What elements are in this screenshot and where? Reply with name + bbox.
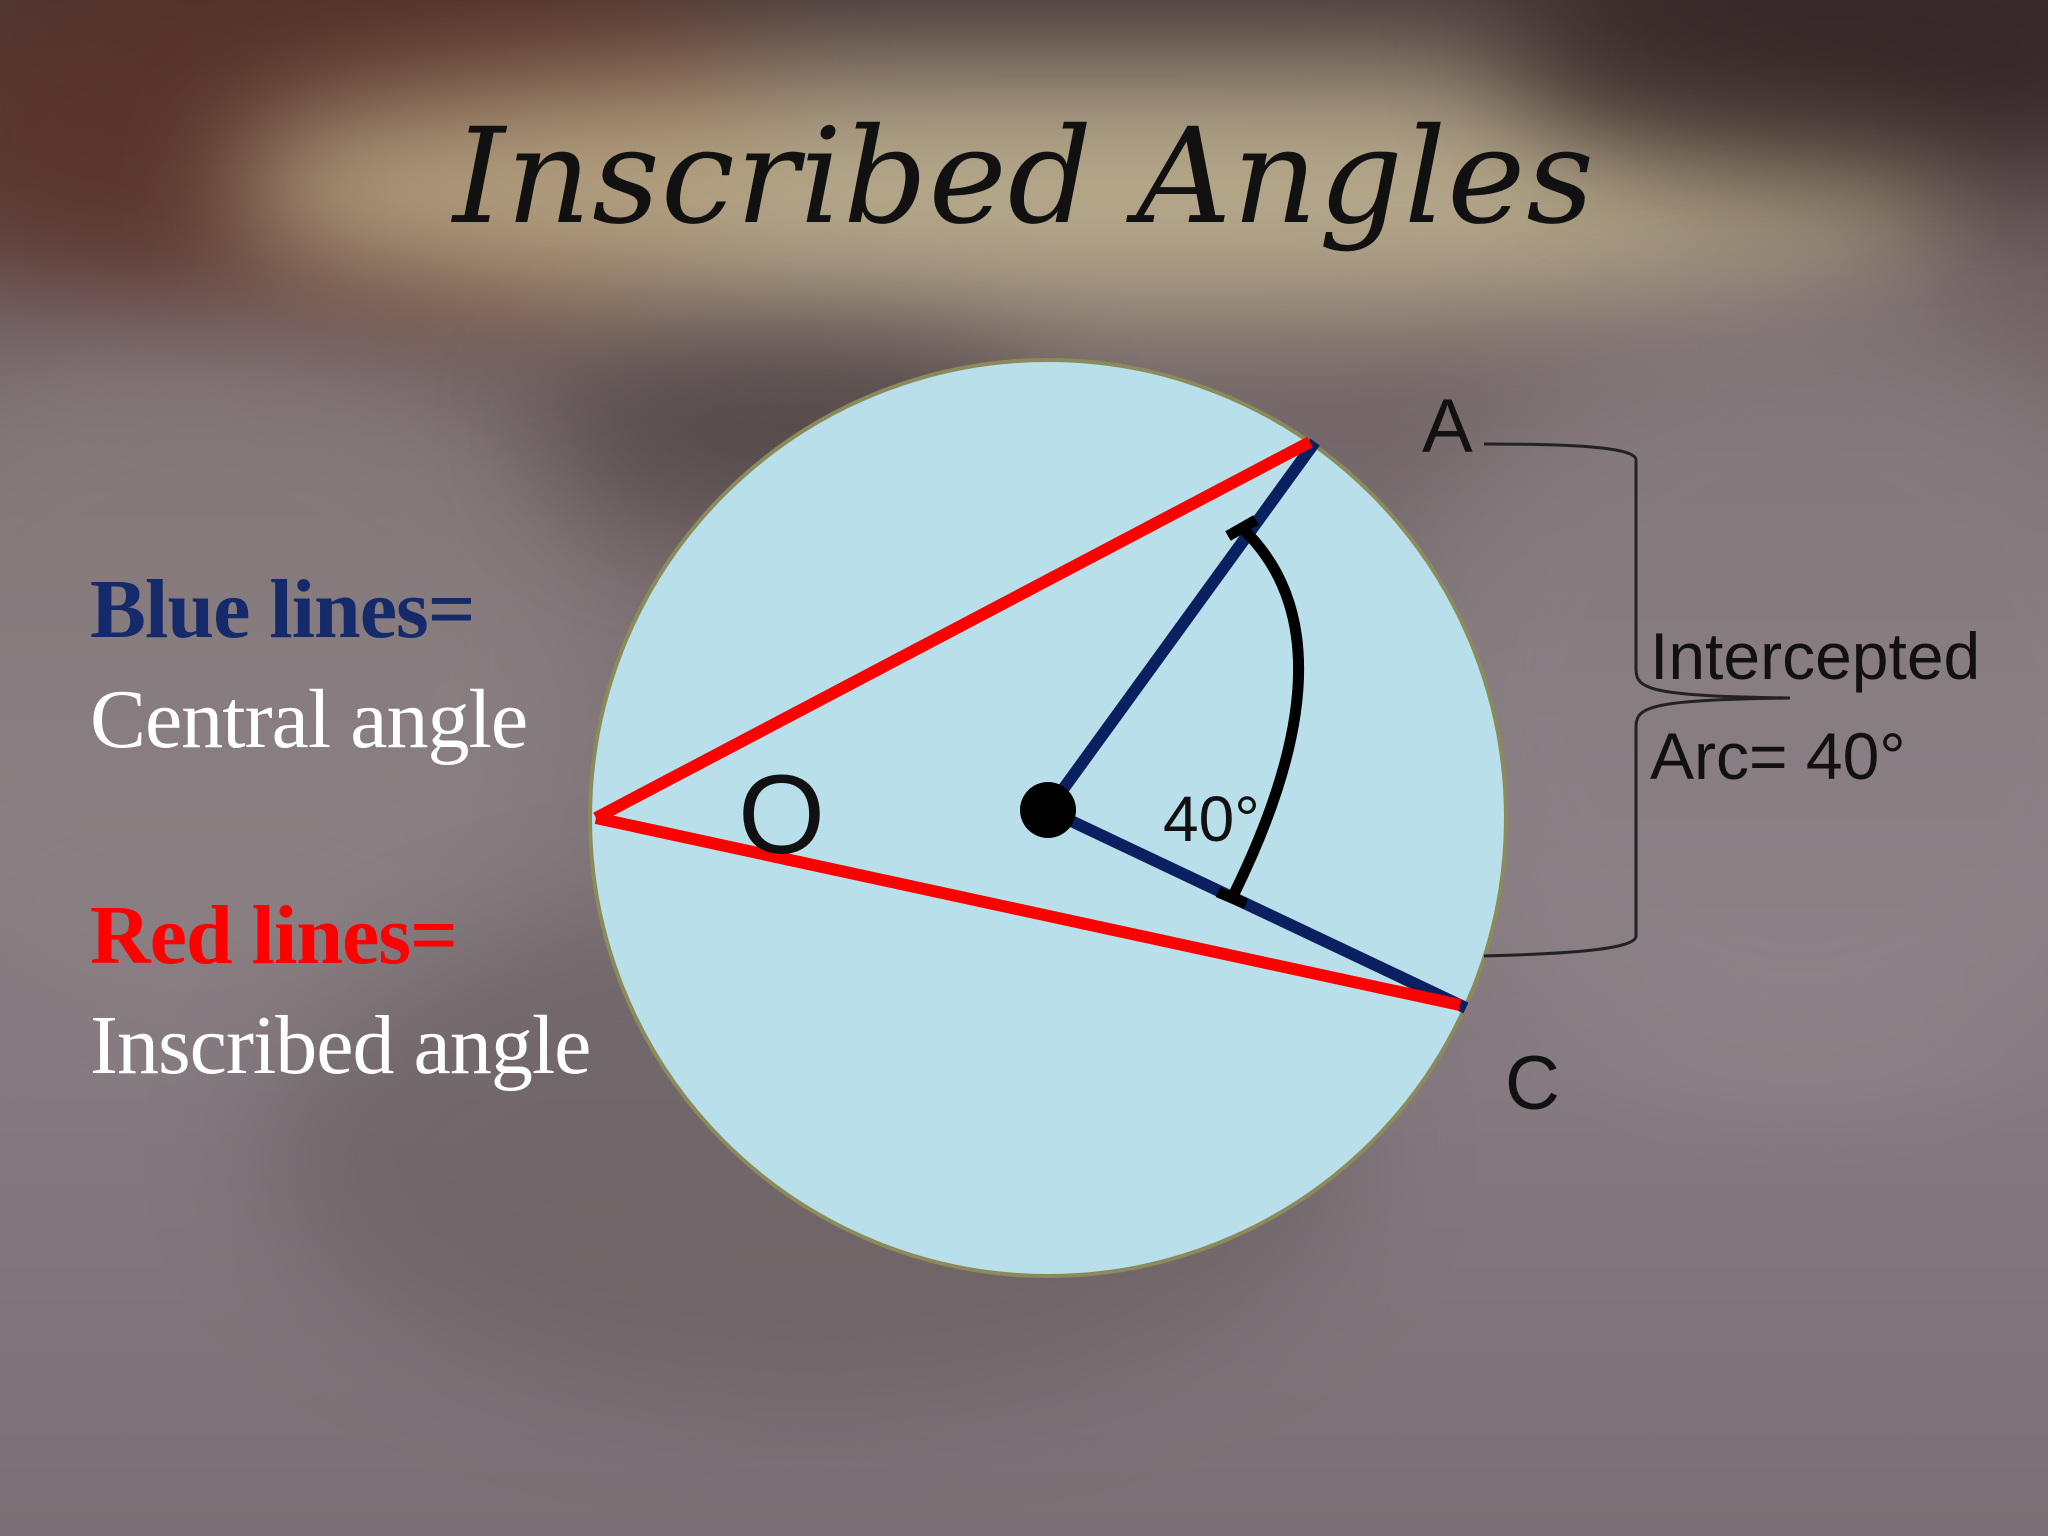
inscribed-line-to-c [594, 812, 1462, 1011]
arc-measure-label: Arc= 40° [1650, 719, 1906, 793]
vertex-o-label: O [738, 752, 826, 877]
red-lines-heading: Red lines= [90, 889, 458, 982]
angle-measure-label: 40° [1163, 783, 1260, 855]
angle-arc-mark [1227, 524, 1305, 901]
point-a-label: A [1422, 384, 1473, 469]
arc-tick-top [1225, 515, 1259, 541]
inscribed-angle-label: Inscribed angle [90, 999, 591, 1092]
central-line-to-a [1043, 438, 1320, 814]
inscribed-line-to-a [593, 436, 1313, 824]
intercepted-label: Intercepted [1650, 619, 1981, 693]
central-line-to-c [1045, 804, 1469, 1014]
intercepted-arc-brace [1483, 442, 1791, 958]
arc-tick-bottom [1215, 886, 1249, 910]
slide-title: Inscribed Angles [452, 100, 1596, 254]
point-c-label: C [1505, 1041, 1560, 1126]
central-angle-label: Central angle [90, 673, 528, 766]
center-point [1020, 782, 1076, 838]
blue-lines-heading: Blue lines= [90, 563, 476, 656]
